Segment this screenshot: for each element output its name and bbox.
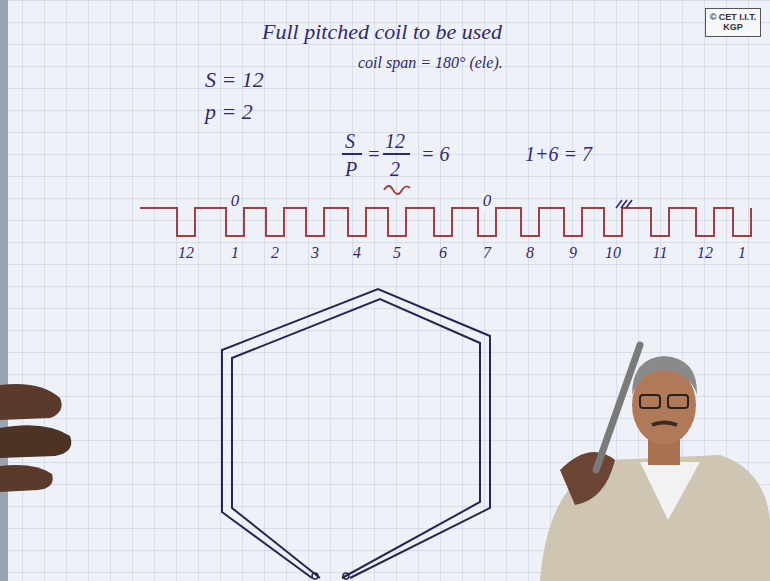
hand <box>0 384 71 492</box>
note: coil span = 180° (ele). <box>358 54 503 72</box>
slot-number: 3 <box>311 244 319 262</box>
heading: Full pitched coil to be used <box>262 20 502 44</box>
slot-number: 11 <box>653 244 668 262</box>
coil-outline <box>222 289 490 578</box>
hatch-mark <box>616 200 632 208</box>
coil-lead <box>343 573 349 579</box>
slot-line <box>140 208 751 236</box>
note: = <box>367 143 381 165</box>
slot-number: 10 <box>605 244 621 262</box>
underline-squiggle <box>384 186 410 194</box>
note: 1+6 = 7 <box>525 143 592 165</box>
coil-side-mark: 0 <box>230 192 241 211</box>
lecturer <box>540 345 770 581</box>
note: P <box>345 158 357 180</box>
coil-side-mark: 0 <box>482 192 493 211</box>
slot-number: 7 <box>483 244 491 262</box>
note: 12 <box>385 130 405 152</box>
paper-edge <box>0 0 8 581</box>
slot-number: 9 <box>569 244 577 262</box>
slot-profile <box>140 208 751 236</box>
slot-number: 6 <box>439 244 447 262</box>
note: S <box>345 130 355 152</box>
fraction-bar <box>383 153 410 155</box>
slot-number: 1 <box>231 244 239 262</box>
logo-box: © CET I.I.T. KGP <box>705 8 761 37</box>
slot-number: 12 <box>697 244 713 262</box>
slot-number: 2 <box>271 244 279 262</box>
fraction-bar <box>342 153 362 155</box>
logo-text: © CET I.I.T. KGP <box>708 12 758 33</box>
slot-number: 1 <box>738 244 746 262</box>
note: = 6 <box>421 143 450 165</box>
coil-lead <box>312 573 318 579</box>
note: S = 12 <box>205 68 264 92</box>
slot-number: 8 <box>526 244 534 262</box>
slot-number: 12 <box>178 244 194 262</box>
slot-number: 4 <box>353 244 361 262</box>
note: p = 2 <box>205 100 253 124</box>
slot-number: 5 <box>393 244 401 262</box>
note: 2 <box>390 158 400 180</box>
